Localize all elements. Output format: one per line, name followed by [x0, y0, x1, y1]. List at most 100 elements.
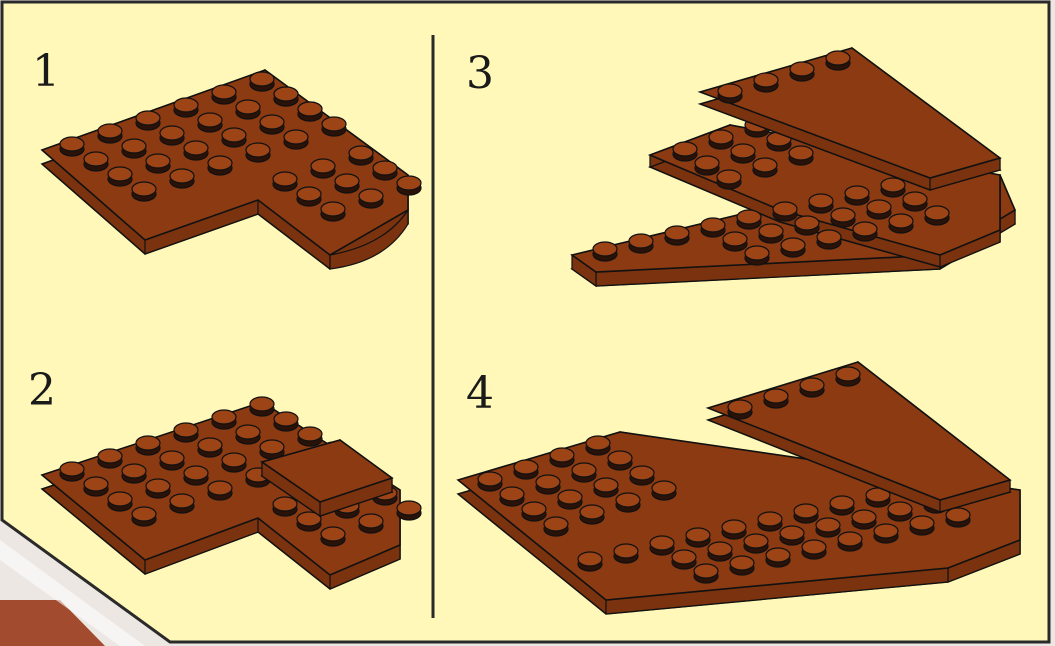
stud [550, 448, 574, 467]
stud [170, 169, 194, 188]
stud [737, 210, 761, 229]
stud [593, 242, 617, 261]
stud [522, 502, 546, 521]
stud [136, 436, 160, 455]
stud [852, 510, 876, 529]
stud [722, 520, 746, 539]
stud [709, 130, 733, 149]
stud [831, 208, 855, 227]
stud [766, 548, 790, 567]
stud [274, 412, 298, 431]
stud [198, 113, 222, 132]
stud [558, 490, 582, 509]
stud [84, 152, 108, 171]
stud [754, 73, 778, 92]
stud [198, 438, 222, 457]
stud [514, 460, 538, 479]
stud [830, 496, 854, 515]
stud [212, 410, 236, 429]
stud [780, 526, 804, 545]
stud [802, 540, 826, 559]
stud [730, 556, 754, 575]
step-2-number: 2 [28, 365, 56, 416]
stud [889, 214, 913, 233]
stud [650, 536, 674, 555]
stud [816, 518, 840, 537]
stud [536, 475, 560, 494]
stud [795, 216, 819, 235]
stud [608, 451, 632, 470]
stud [108, 492, 132, 511]
stud [84, 477, 108, 496]
stud [60, 462, 84, 481]
stud [723, 232, 747, 251]
stud [731, 144, 755, 163]
stud [146, 479, 170, 498]
stud [397, 501, 421, 520]
stud [170, 494, 194, 513]
stud [836, 367, 860, 386]
stud [260, 115, 284, 134]
stud [212, 85, 236, 104]
stud [98, 449, 122, 468]
stud [773, 202, 797, 221]
stud [160, 126, 184, 145]
stud [874, 524, 898, 543]
stud [60, 137, 84, 156]
stud [236, 100, 260, 119]
stud [708, 542, 732, 561]
stud [694, 564, 718, 583]
stud [359, 514, 383, 533]
stud [122, 139, 146, 158]
stud [184, 141, 208, 160]
stud [672, 550, 696, 569]
stud [349, 146, 373, 165]
stud [274, 87, 298, 106]
stud [321, 527, 345, 546]
stud [946, 508, 970, 527]
stud [701, 218, 725, 237]
stud [184, 466, 208, 485]
stud [160, 451, 184, 470]
stud [817, 230, 841, 249]
stud [544, 517, 568, 536]
stud [572, 463, 596, 482]
stud [853, 222, 877, 241]
stud [781, 238, 805, 257]
stud [838, 532, 862, 551]
stud [718, 84, 742, 103]
stud [311, 159, 335, 178]
stud [578, 552, 602, 571]
stud [98, 124, 122, 143]
stud [122, 464, 146, 483]
stud [273, 497, 297, 516]
stud [614, 544, 638, 563]
stud [673, 142, 697, 161]
stud [695, 156, 719, 175]
stud [764, 389, 788, 408]
stud [794, 504, 818, 523]
stud [250, 72, 274, 91]
stud [616, 493, 640, 512]
stud [845, 186, 869, 205]
stud [132, 182, 156, 201]
stud [236, 425, 260, 444]
stud [500, 487, 524, 506]
stud [744, 534, 768, 553]
stud [284, 130, 308, 149]
stud [335, 174, 359, 193]
stud [925, 206, 949, 225]
stud [888, 502, 912, 521]
stud [174, 423, 198, 442]
step-4-number: 4 [466, 368, 494, 419]
stud [800, 378, 824, 397]
stud [174, 98, 198, 117]
stud [580, 505, 604, 524]
stud [108, 167, 132, 186]
stud [397, 176, 421, 195]
stud [298, 427, 322, 446]
stud [686, 528, 710, 547]
stud [758, 512, 782, 531]
stud [867, 200, 891, 219]
stud [136, 111, 160, 130]
